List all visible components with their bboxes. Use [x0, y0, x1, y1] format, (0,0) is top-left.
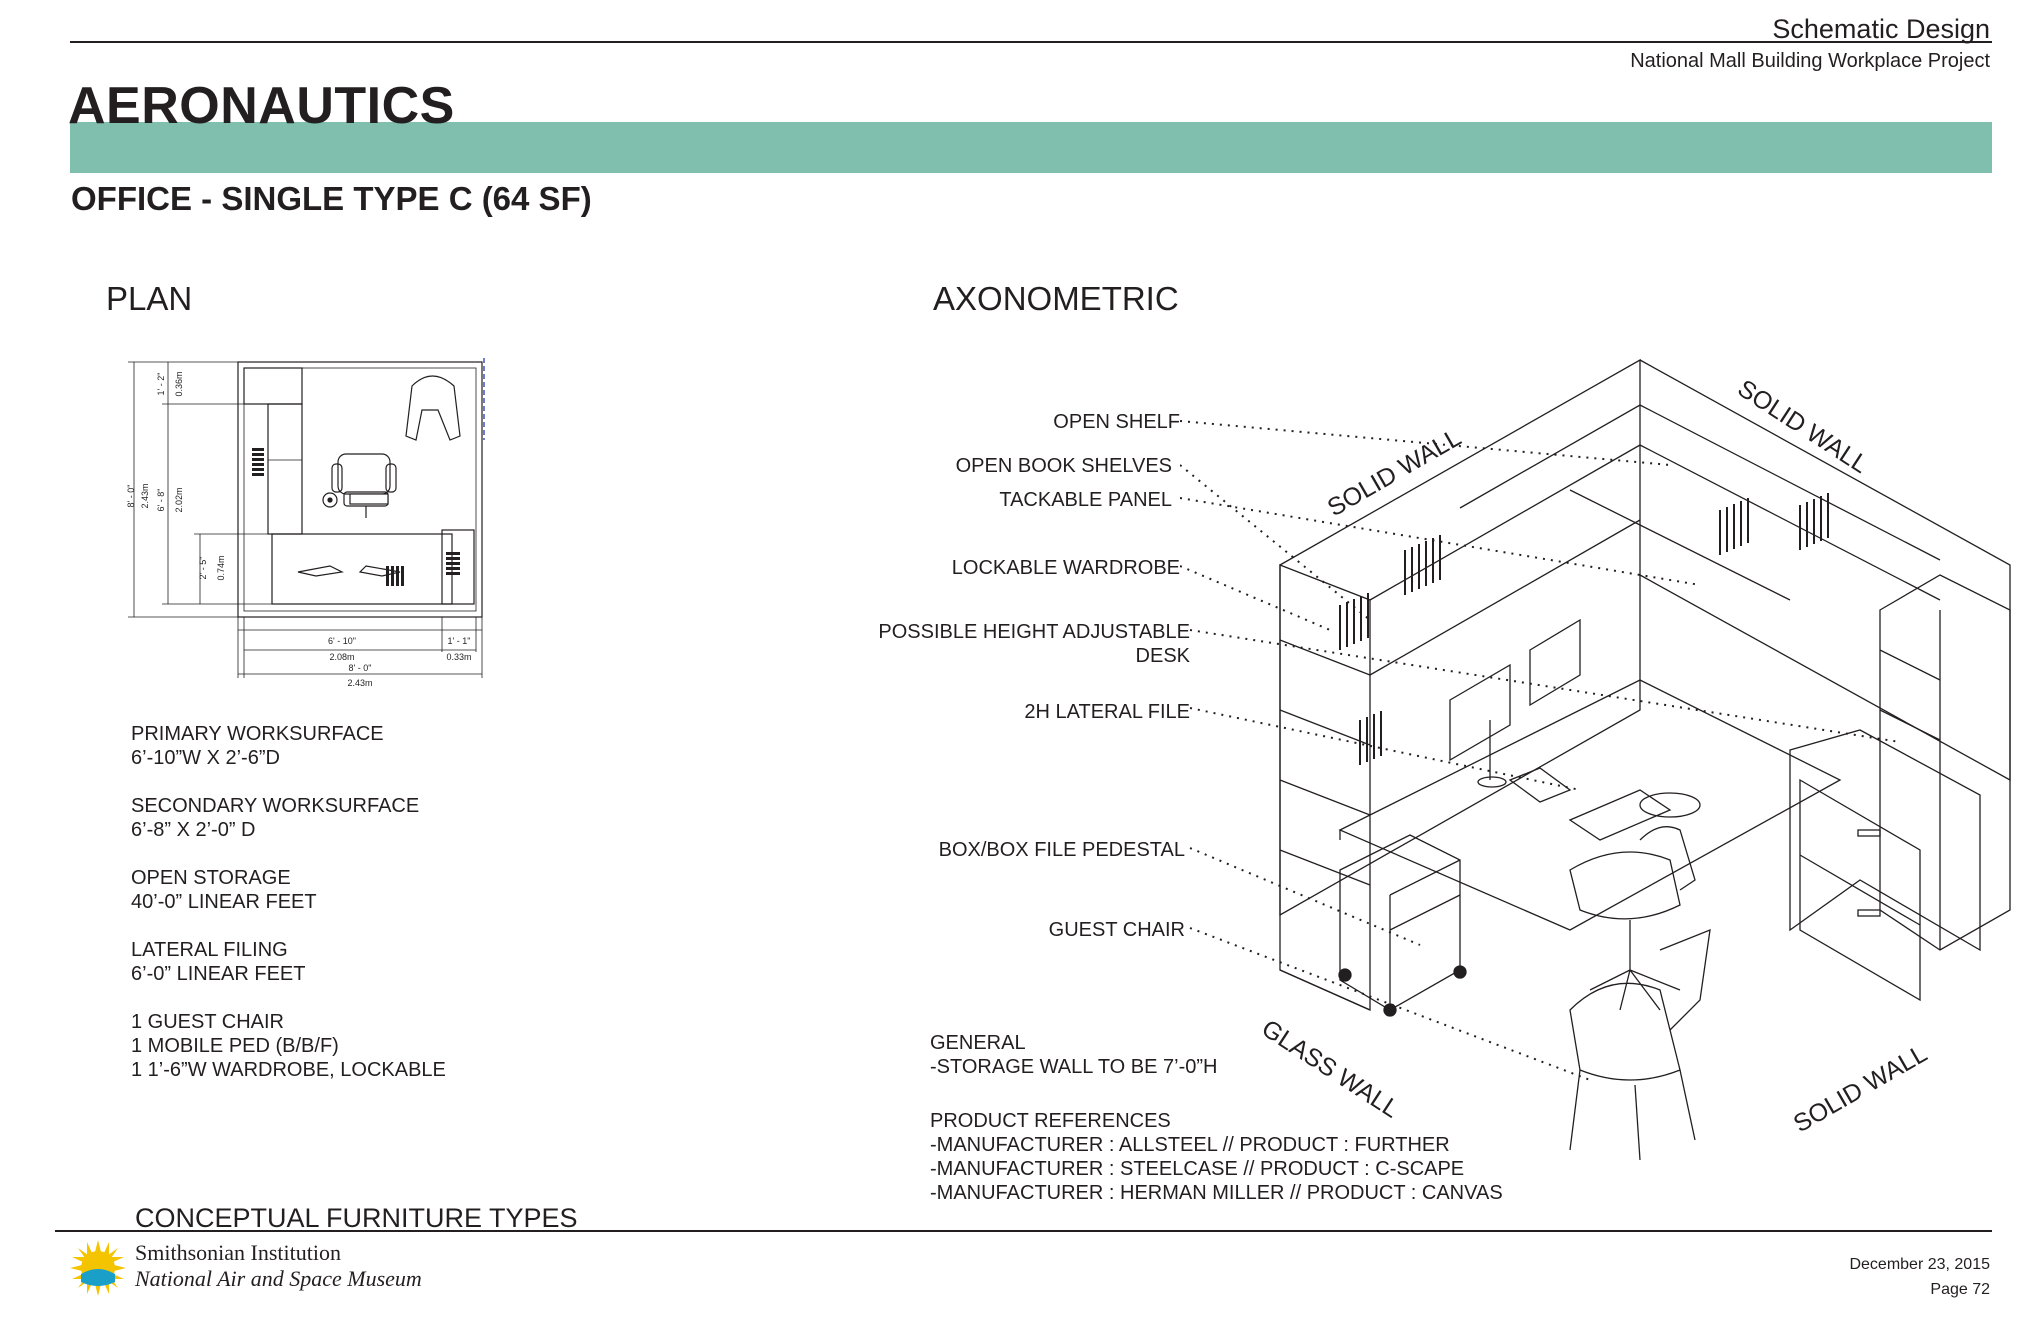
museum-name: National Air and Space Museum	[135, 1266, 422, 1291]
axo-desk	[1338, 679, 1842, 931]
callout-lateral-file: 2H LATERAL FILE	[1024, 701, 1190, 723]
plan-dim-bottom-b-ft: 1' - 1"	[448, 636, 471, 646]
plan-dim-bottom-total-ft: 8' - 0"	[349, 663, 372, 673]
plan-dim-left-top-ft: 1' - 2"	[156, 373, 166, 396]
leader-open-shelf	[1180, 420, 1671, 466]
plan-keyboard	[349, 493, 389, 505]
plan-bottom-dimensions	[237, 617, 483, 678]
spec-line: SECONDARY WORKSURFACE	[131, 795, 420, 817]
spec-line: 6’-0” LINEAR FEET	[131, 963, 306, 985]
plan-guest-chair	[405, 375, 461, 441]
spec-secondary-worksurface: SECONDARY WORKSURFACE 6’-8” X 2’-0” D	[131, 794, 691, 842]
leader-lateral-file	[1189, 707, 1581, 791]
plan-dim-bottom-a-m: 2.08m	[329, 652, 354, 662]
axonometric-title: AXONOMETRIC	[933, 280, 1179, 317]
plan-dim-bottom-a-ft: 6' - 10"	[328, 636, 356, 646]
plan-room-inner-wall	[243, 367, 477, 612]
plan-monitor-left	[297, 565, 344, 577]
leader-lockable-wardrobe	[1180, 565, 1331, 631]
leader-tackable-panel	[1180, 497, 1701, 586]
callout-leaders	[1180, 420, 1901, 1081]
footer-rule	[55, 1230, 1992, 1232]
room-type-title: OFFICE - SINGLE TYPE C (64 SF)	[71, 180, 592, 217]
phase-title: Schematic Design	[1772, 14, 1990, 44]
plan-wardrobe	[243, 367, 303, 405]
axo-storage-wall	[1279, 358, 1641, 1012]
spec-lateral-filing: LATERAL FILING 6’-0” LINEAR FEET	[131, 938, 691, 986]
callout-height-adjustable-desk: POSSIBLE HEIGHT ADJUSTABLE DESK	[878, 620, 1190, 668]
axo-monitors	[1449, 618, 1581, 788]
axonometric-drawing	[1279, 358, 2011, 1161]
plan-books	[252, 448, 460, 586]
spec-line: LATERAL FILING	[131, 939, 288, 961]
spec-line: OPEN STORAGE	[131, 867, 291, 889]
plan-dim-left-mid-m: 2.02m	[174, 487, 184, 512]
plan-lateral-file	[441, 529, 475, 605]
callout-line: DESK	[1135, 645, 1190, 667]
department-title: AERONAUTICS	[68, 77, 455, 135]
spec-open-storage: OPEN STORAGE 40’-0” LINEAR FEET	[131, 866, 691, 914]
furniture-specs: PRIMARY WORKSURFACE 6’-10”W X 2’-6”D SEC…	[131, 722, 691, 1106]
plan-dim-bottom-b-m: 0.33m	[446, 652, 471, 662]
plan-dim-left-outer-ft: 8' - 0"	[126, 485, 136, 508]
plan-left-dimensions	[128, 361, 272, 618]
reference-item: -MANUFACTURER : STEELCASE // PRODUCT : C…	[930, 1158, 1465, 1180]
callout-guest-chair: GUEST CHAIR	[1048, 919, 1185, 941]
smithsonian-sun-icon	[70, 1240, 126, 1296]
spec-line: PRIMARY WORKSURFACE	[131, 723, 384, 745]
leader-height-adjustable-desk	[1189, 629, 1901, 743]
general-note: -STORAGE WALL TO BE 7’-0”H	[930, 1056, 1218, 1078]
header-rule	[70, 41, 1992, 43]
callout-line: POSSIBLE HEIGHT ADJUSTABLE	[878, 621, 1190, 643]
floor-plan-drawing: 8' - 0" 2.43m 1' - 2" 0.36m 6' - 8" 2.02…	[126, 358, 485, 688]
callout-pedestal: BOX/BOX FILE PEDESTAL	[938, 839, 1185, 861]
leader-open-book-shelves	[1180, 464, 1371, 621]
plan-dim-left-low-ft: 2' - 5"	[198, 557, 208, 580]
page-number: Page 72	[1930, 1281, 1990, 1298]
callout-open-book-shelves: OPEN BOOK SHELVES	[955, 455, 1172, 477]
spec-line: 1 1’-6”W WARDROBE, LOCKABLE	[131, 1059, 446, 1081]
axo-task-chair	[1569, 826, 1696, 1011]
document-date: December 23, 2015	[1849, 1256, 1990, 1273]
leader-pedestal	[1189, 847, 1421, 946]
plan-mouse-pad	[322, 492, 338, 508]
department-band	[70, 122, 1992, 173]
callout-lockable-wardrobe: LOCKABLE WARDROBE	[951, 557, 1180, 579]
callout-tackable-panel: TACKABLE PANEL	[999, 489, 1172, 511]
plan-title: PLAN	[106, 280, 193, 317]
axo-guest-chair	[1569, 928, 1711, 1161]
section-footer-title: CONCEPTUAL FURNITURE TYPES	[135, 1203, 578, 1233]
institution-block: Smithsonian Institution National Air and…	[135, 1240, 422, 1292]
axo-books	[1339, 493, 1829, 765]
references-title: PRODUCT REFERENCES	[930, 1110, 1171, 1132]
plan-dim-left-top-m: 0.36m	[174, 371, 184, 396]
spec-line: 1 GUEST CHAIR	[131, 1011, 284, 1033]
spec-line: 6’-10”W X 2’-6”D	[131, 747, 280, 769]
project-name: National Mall Building Workplace Project	[1630, 50, 1990, 72]
spec-line: 40’-0” LINEAR FEET	[131, 891, 317, 913]
plan-task-chair	[331, 453, 397, 518]
reference-item: -MANUFACTURER : HERMAN MILLER // PRODUCT…	[930, 1182, 1503, 1204]
plan-dim-left-low-m: 0.74m	[216, 555, 226, 580]
plan-mouse	[327, 497, 333, 503]
institution-name: Smithsonian Institution	[135, 1240, 341, 1265]
plan-storage-wall	[267, 403, 303, 535]
spec-counts: 1 GUEST CHAIR 1 MOBILE PED (B/B/F) 1 1’-…	[131, 1010, 691, 1082]
general-notes: GENERAL -STORAGE WALL TO BE 7’-0”H PRODU…	[930, 1031, 1503, 1205]
callout-open-shelf: OPEN SHELF	[1053, 411, 1180, 433]
plan-dim-left-outer-m: 2.43m	[140, 483, 150, 508]
axo-pedestal	[1338, 834, 1467, 1017]
spec-primary-worksurface: PRIMARY WORKSURFACE 6’-10”W X 2’-6”D	[131, 722, 691, 770]
plan-monitor-right	[358, 565, 401, 577]
plan-dim-bottom-total-m: 2.43m	[347, 678, 372, 688]
plan-dim-left-mid-ft: 6' - 8"	[156, 489, 166, 512]
spec-line: 6’-8” X 2’-0” D	[131, 819, 256, 841]
axo-lateral-file	[1789, 729, 1981, 1002]
reference-item: -MANUFACTURER : ALLSTEEL // PRODUCT : FU…	[930, 1134, 1450, 1156]
spec-line: 1 MOBILE PED (B/B/F)	[131, 1035, 339, 1057]
plan-primary-worksurface	[271, 533, 453, 605]
general-title: GENERAL	[930, 1032, 1026, 1054]
plan-room-walls	[237, 361, 483, 618]
axo-keyboard	[1508, 767, 1701, 841]
